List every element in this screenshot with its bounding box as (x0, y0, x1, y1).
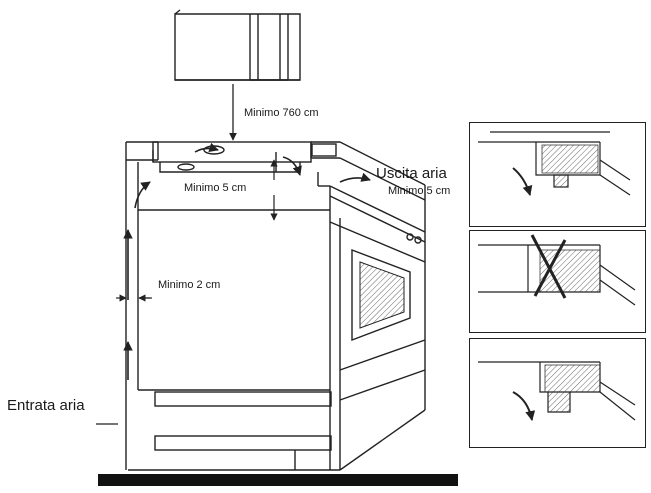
label-min-2: Minimo 2 cm (158, 279, 221, 291)
panel-incorrect (469, 230, 646, 333)
hood (174, 9, 301, 81)
label-min-5-left: Minimo 5 cm (184, 182, 247, 194)
label-min-760: Minimo 760 cm (244, 107, 319, 119)
label-min-5-right: Minimo 5 cm (388, 185, 451, 197)
label-outlet-title: Uscita aria (376, 165, 447, 182)
airflow-arrows (123, 142, 371, 380)
panel-correct-bottom (469, 338, 646, 448)
label-inlet: Entrata aria (7, 397, 85, 414)
panel-correct-top (469, 122, 646, 227)
cabinet (125, 141, 426, 471)
floor (98, 474, 458, 486)
